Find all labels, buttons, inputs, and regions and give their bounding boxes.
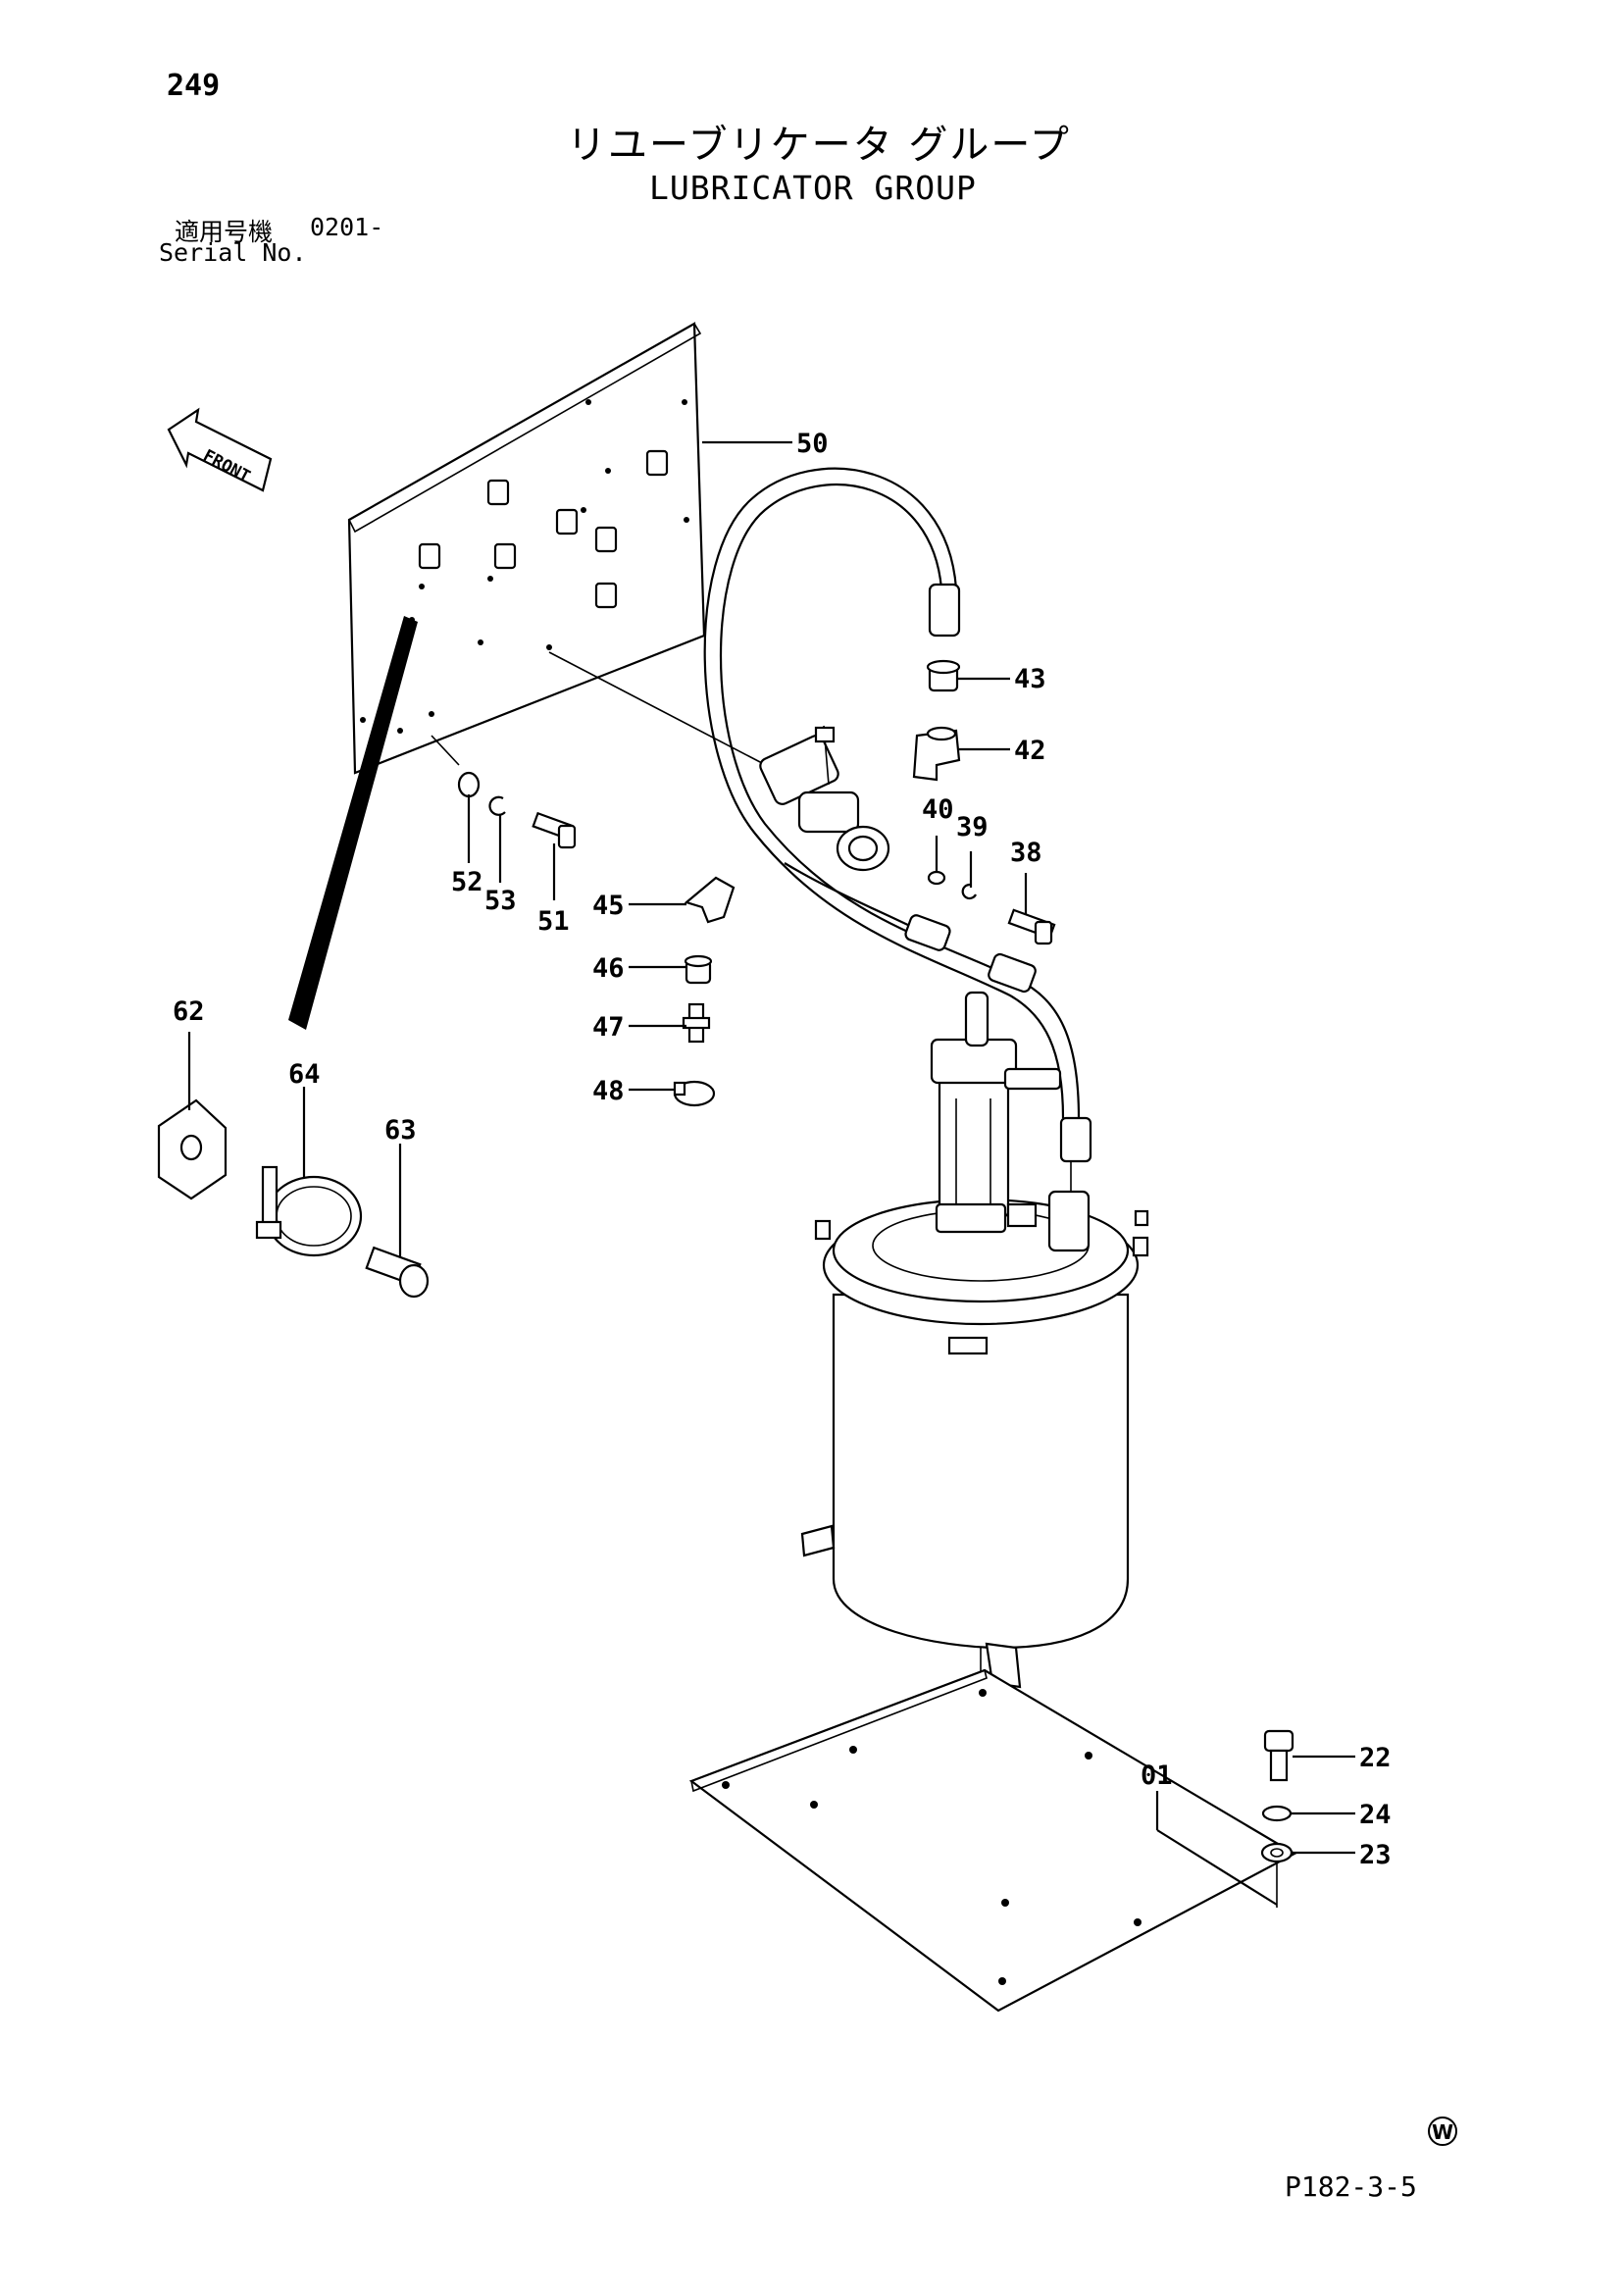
page-number: 249 xyxy=(167,69,221,103)
front-arrow: FRONT xyxy=(167,407,273,492)
fitting-43 xyxy=(926,659,961,692)
bolt-51 xyxy=(532,811,577,849)
elbow-fitting-42 xyxy=(912,726,961,782)
callout-38: 38 xyxy=(1010,838,1042,868)
serial-value: 0201- xyxy=(310,213,384,241)
elbow-45 xyxy=(684,876,736,924)
nipple-47 xyxy=(682,1002,711,1044)
callout-43: 43 xyxy=(1014,664,1046,694)
washer-23 xyxy=(1260,1842,1294,1863)
callout-48: 48 xyxy=(592,1076,625,1106)
callout-39: 39 xyxy=(956,812,989,842)
callout-45: 45 xyxy=(592,891,625,921)
serial-label: Serial No. xyxy=(159,238,307,267)
leader-lines xyxy=(187,440,1355,1906)
callout-42: 42 xyxy=(1014,736,1046,766)
callout-23: 23 xyxy=(1359,1840,1392,1870)
callout-64: 64 xyxy=(288,1059,321,1090)
base-plate xyxy=(688,1668,1297,2013)
callout-62: 62 xyxy=(173,996,205,1027)
callout-47: 47 xyxy=(592,1012,625,1043)
clip-location-pointer xyxy=(288,616,418,1030)
band-clamp-48 xyxy=(673,1080,716,1107)
band-clamp-64 xyxy=(255,1165,363,1257)
serial-label-japanese: 適用号機 xyxy=(175,218,274,246)
callout-24: 24 xyxy=(1359,1800,1392,1830)
callout-53: 53 xyxy=(484,886,517,916)
callout-51: 51 xyxy=(537,906,570,937)
callout-50: 50 xyxy=(796,429,829,459)
callout-52: 52 xyxy=(451,867,483,897)
page-reference-code: P182-3-5 xyxy=(1285,2170,1417,2203)
lubricator-hose xyxy=(703,467,1092,1163)
bolt-38 xyxy=(1007,908,1056,945)
bolt-22 xyxy=(1263,1729,1294,1782)
washer-52 xyxy=(457,771,481,798)
svg-text:W: W xyxy=(1432,2120,1453,2144)
lubricator-tank xyxy=(800,991,1149,1689)
washer-24 xyxy=(1261,1805,1293,1822)
snap-ring-39 xyxy=(961,883,977,900)
page-title-japanese: リユーブリケータ グループ xyxy=(567,123,1071,168)
callout-63: 63 xyxy=(384,1115,417,1146)
washer-40 xyxy=(927,870,946,886)
clip-62 xyxy=(157,1098,228,1200)
plug-46 xyxy=(684,954,713,985)
bolt-63 xyxy=(365,1246,430,1299)
callout-40: 40 xyxy=(922,794,954,825)
callout-46: 46 xyxy=(592,953,625,984)
callout-22: 22 xyxy=(1359,1743,1392,1773)
page-title: LUBRICATOR GROUP xyxy=(649,169,977,207)
snap-ring-53 xyxy=(488,795,506,816)
circled-w-stamp: W xyxy=(1428,2117,1457,2146)
mounting-leader-line xyxy=(548,651,786,776)
callout-01: 01 xyxy=(1141,1760,1173,1791)
filter-assembly xyxy=(759,725,890,872)
